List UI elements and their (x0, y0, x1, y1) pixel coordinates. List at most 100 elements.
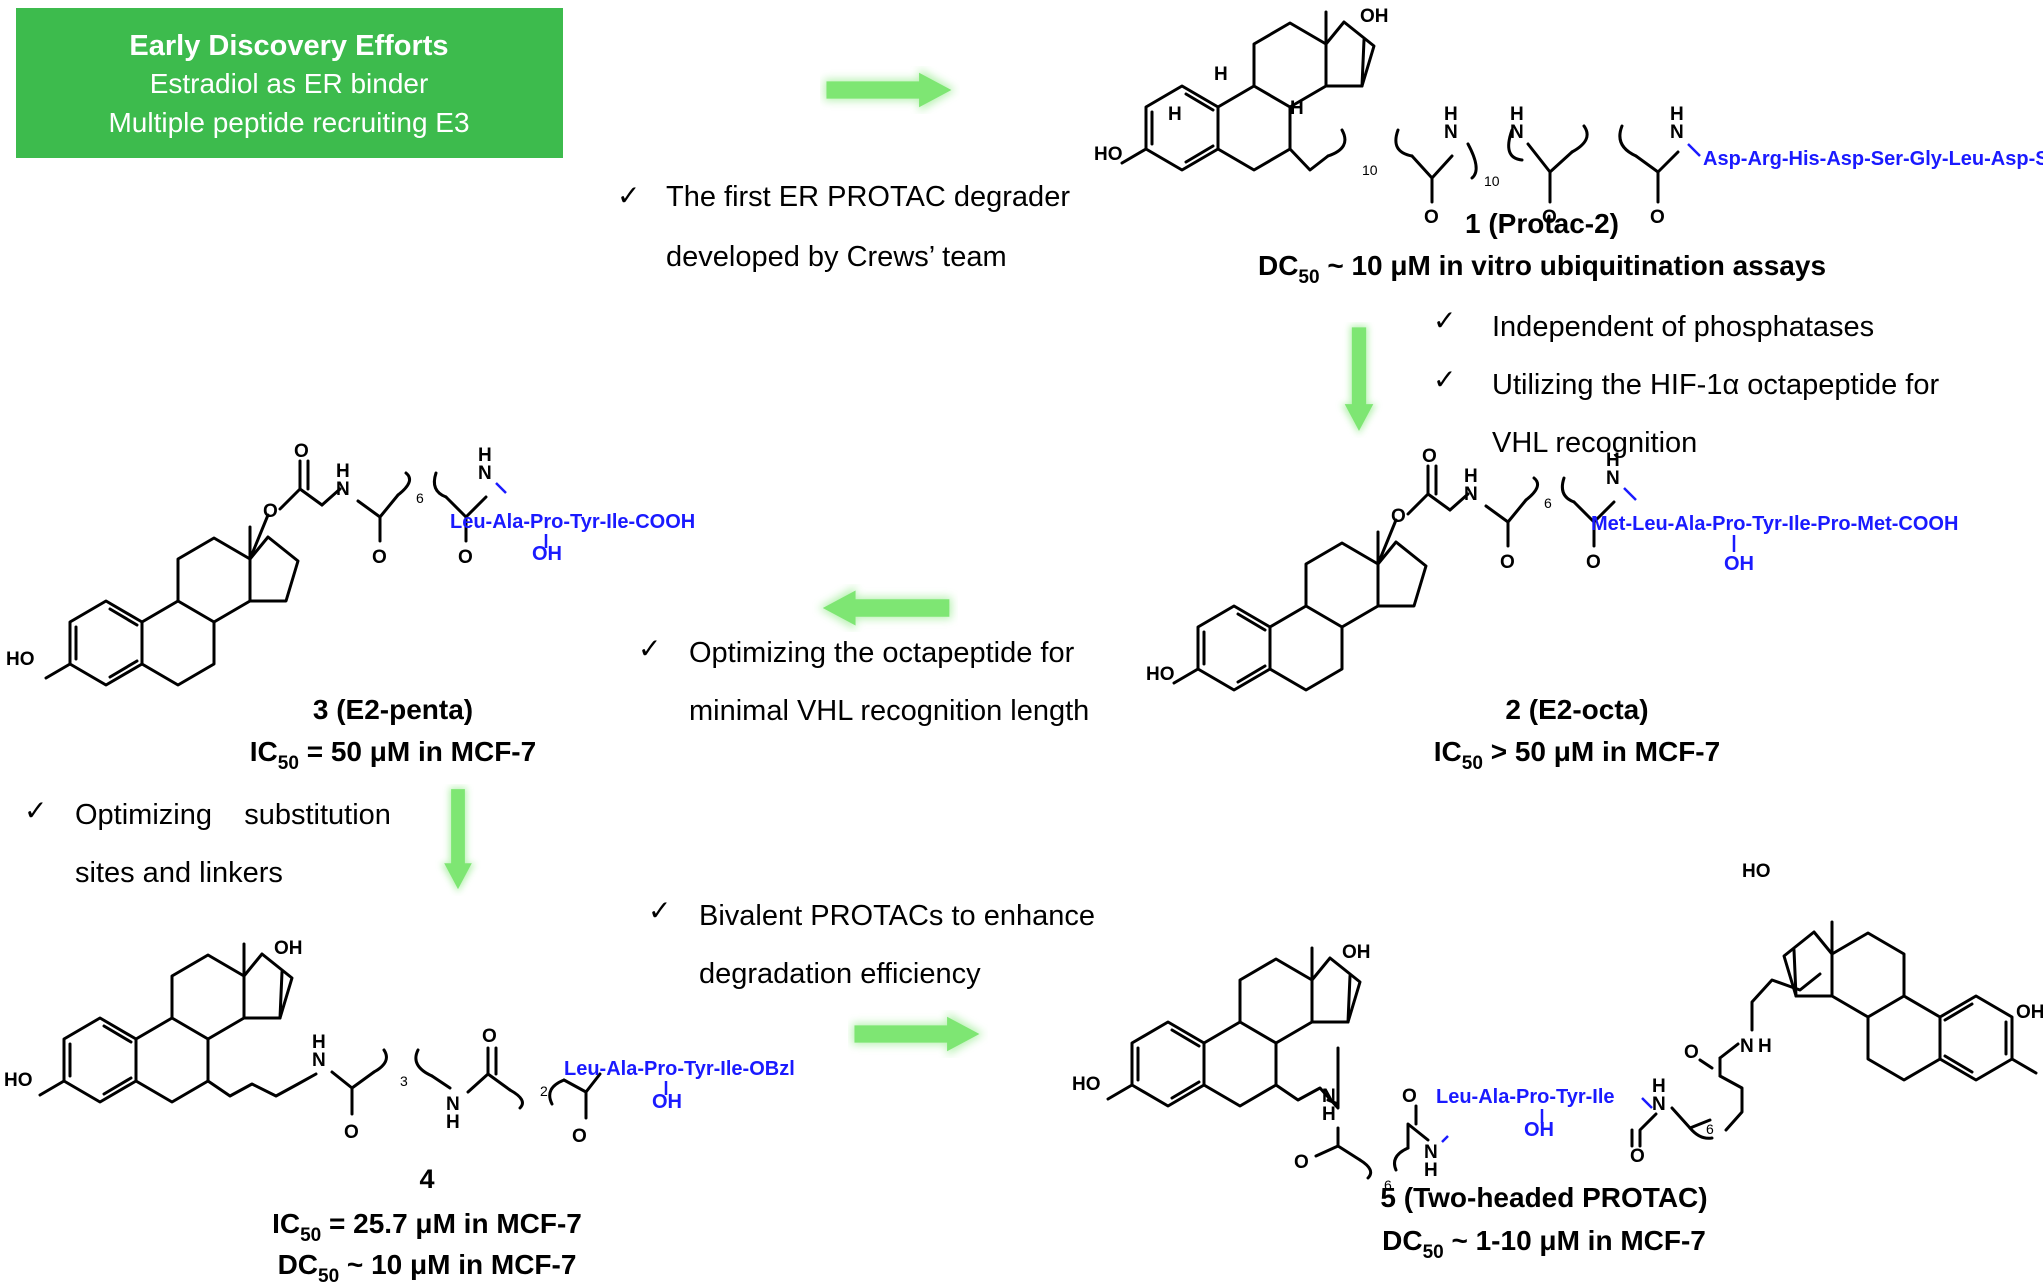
arrow-right-icon (852, 1012, 983, 1055)
compound-4-metric-dc50: DC50 ~ 10 μM in MCF-7 (278, 1249, 577, 1287)
note-text: Optimizing the octapeptide for (689, 637, 1075, 669)
atom-label: O (482, 1026, 497, 1047)
compound-4-peptide: Leu-Ala-Pro-Tyr-Ile-OBzl (564, 1058, 795, 1080)
arrow-right-icon (824, 68, 955, 111)
atom-label: O (1402, 1086, 1417, 1107)
note-bivalent: ✓ Bivalent PROTACs to enhance degradatio… (648, 895, 1095, 990)
note-text: sites and linkers (75, 857, 283, 889)
atom-label: HO (4, 1070, 33, 1091)
header-line-2: Multiple peptide recruiting E3 (108, 107, 469, 138)
compound-4-metric-ic50: IC50 = 25.7 μM in MCF-7 (272, 1208, 582, 1246)
atom-label: H (1214, 64, 1228, 85)
atom-label: N (312, 1050, 326, 1071)
atom-label: O (1630, 1146, 1645, 1167)
subscript: 6 (1384, 1177, 1392, 1193)
atom-label: HO (1742, 861, 1771, 882)
atom-label: O (1424, 207, 1439, 228)
compound-5-name: 5 (Two-headed PROTAC) (1380, 1182, 1707, 1213)
atom-label: H (336, 461, 350, 482)
note-text: Optimizing substitution (75, 799, 391, 831)
check-mark-icon: ✓ (1433, 364, 1456, 395)
hydroxyl-label: OH (1724, 553, 1754, 575)
atom-label: H (446, 1112, 460, 1133)
header-title: Early Discovery Efforts (129, 30, 448, 62)
atom-label: H (1606, 450, 1620, 471)
atom-label: H (1322, 1104, 1336, 1125)
atom-label: HO (1094, 144, 1123, 165)
check-mark-icon: ✓ (24, 795, 47, 826)
atom-label: HO (6, 649, 35, 670)
atom-label: O (1650, 207, 1665, 228)
atom-label: N (1670, 122, 1684, 143)
subscript: 6 (416, 490, 424, 506)
atom-label: H (1758, 1036, 1772, 1057)
note-text: degradation efficiency (699, 958, 981, 990)
compound-2-metric: IC50 > 50 μM in MCF-7 (1434, 736, 1720, 774)
atom-label: O (1586, 552, 1601, 573)
compound-2-structure: HO O O N H O 6 O N H (1146, 446, 1637, 692)
atom-label: O (1422, 446, 1437, 467)
arrow-down-icon (441, 787, 475, 892)
atom-label: O (1500, 552, 1515, 573)
arrow-down-icon (1341, 326, 1377, 435)
compound-5-metric: DC50 ~ 1-10 μM in MCF-7 (1382, 1225, 1706, 1263)
note-text: Utilizing the HIF-1α octapeptide for (1492, 369, 1939, 401)
subscript: 6 (1544, 495, 1552, 511)
atom-label: N (1510, 122, 1524, 143)
compound-5-peptide: Leu-Ala-Pro-Tyr-Ile (1436, 1086, 1615, 1108)
atom-label: O (1294, 1152, 1309, 1173)
note-first-protac: ✓ The first ER PROTAC degrader developed… (617, 180, 1070, 273)
header-box: Early Discovery Efforts Estradiol as ER … (16, 8, 563, 158)
atom-label: N (336, 479, 350, 500)
atom-label: O (572, 1126, 587, 1147)
atom-label: N (1322, 1086, 1336, 1107)
hydroxyl-label: OH (1524, 1119, 1554, 1141)
note-text: VHL recognition (1492, 427, 1697, 459)
compound-4-structure: HO OH N H O 3 N H O 2 O (4, 938, 602, 1147)
atom-label: OH (1360, 6, 1389, 27)
atom-label: N (446, 1094, 460, 1115)
header-line-1: Estradiol as ER binder (150, 68, 429, 99)
check-mark-icon: ✓ (648, 895, 671, 926)
compound-3-name: 3 (E2-penta) (313, 694, 473, 725)
compound-3-structure: HO O O N H O 6 O N H (6, 441, 507, 687)
atom-label: N (1464, 484, 1478, 505)
atom-label: H (1652, 1076, 1666, 1097)
compound-2-peptide: Met-Leu-Ala-Pro-Tyr-Ile-Pro-Met-COOH (1591, 513, 1958, 535)
compound-2-name: 2 (E2-octa) (1505, 694, 1648, 725)
compound-1-metric: DC50 ~ 10 μM in vitro ubiquitination ass… (1258, 250, 1826, 288)
atom-label: N (1740, 1036, 1754, 1057)
atom-label: O (294, 441, 309, 462)
atom-label: H (1444, 104, 1458, 125)
atom-label: OH (2016, 1002, 2043, 1023)
atom-label: O (1542, 207, 1557, 228)
atom-label: OH (1342, 942, 1371, 963)
atom-label: H (1510, 104, 1524, 125)
atom-label: H (478, 445, 492, 466)
atom-label: O (1391, 506, 1406, 527)
hydroxyl-label: OH (652, 1091, 682, 1113)
subscript: 3 (400, 1073, 408, 1089)
subscript: 6 (1706, 1121, 1714, 1137)
check-mark-icon: ✓ (1433, 305, 1456, 336)
note-text: minimal VHL recognition length (689, 695, 1089, 727)
atom-label: H (1424, 1160, 1438, 1181)
atom-label: H (1464, 466, 1478, 487)
header-box-background (16, 8, 563, 158)
subscript: 2 (540, 1083, 548, 1099)
atom-label: O (1684, 1042, 1699, 1063)
atom-label: N (1424, 1142, 1438, 1163)
note-hif-octapeptide: ✓ Utilizing the HIF-1α octapeptide for V… (1433, 364, 1939, 459)
check-mark-icon: ✓ (617, 180, 640, 211)
atom-label: H (1168, 104, 1182, 125)
atom-label: H (1290, 98, 1304, 119)
atom-label: N (1652, 1094, 1666, 1115)
note-text: Independent of phosphatases (1492, 311, 1874, 343)
atom-label: O (458, 547, 473, 568)
note-phosphatases: ✓ Independent of phosphatases (1433, 305, 1874, 343)
atom-label: H (312, 1032, 326, 1053)
atom-label: N (1444, 122, 1458, 143)
subscript: 10 (1362, 162, 1378, 178)
note-text: Bivalent PROTACs to enhance (699, 900, 1095, 932)
